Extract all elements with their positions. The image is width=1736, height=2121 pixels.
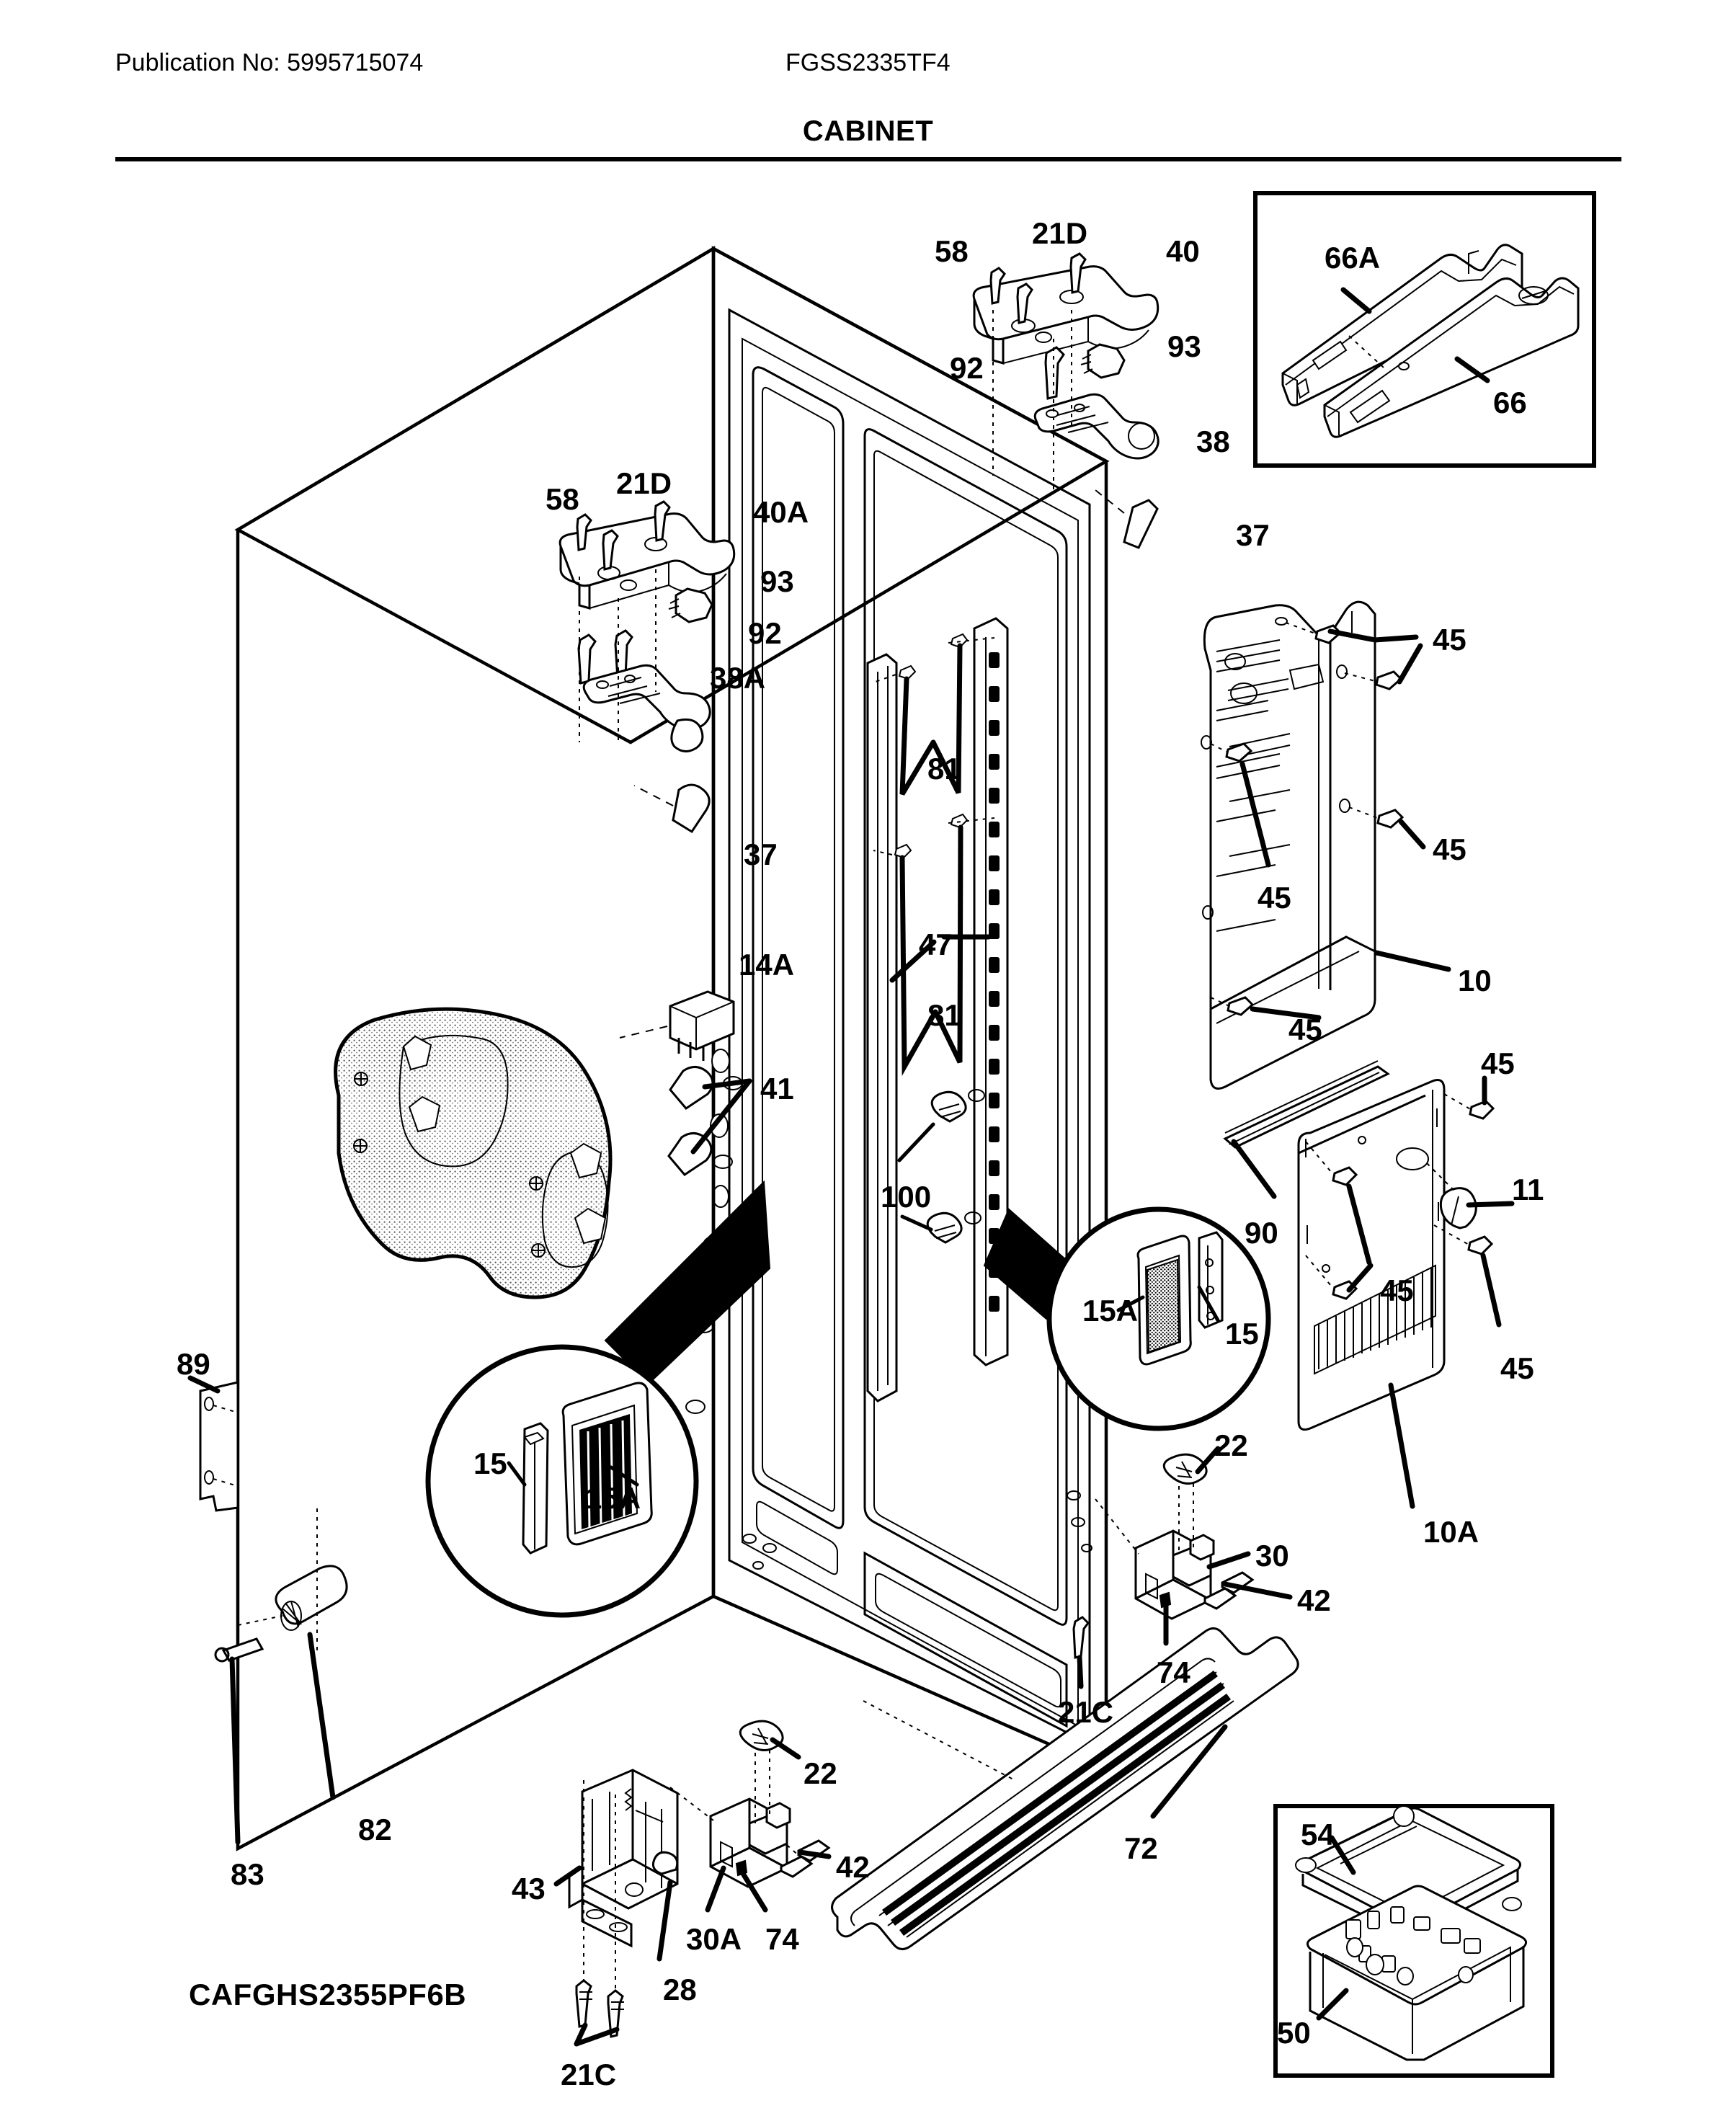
kickplate-grille-72 xyxy=(831,1627,1299,1950)
callout-37-right: 37 xyxy=(1236,518,1270,552)
callout-82: 82 xyxy=(358,1813,392,1846)
callout-90: 90 xyxy=(1245,1216,1278,1250)
callout-21D-left: 21D xyxy=(616,466,672,500)
callout-83: 83 xyxy=(231,1857,264,1891)
callout-58-left: 58 xyxy=(546,482,579,516)
callout-21C-left: 21C xyxy=(561,2058,617,2091)
callout-45-f: 45 xyxy=(1380,1273,1414,1307)
header-divider xyxy=(115,157,1621,161)
shelf-support-pins-100 xyxy=(897,1089,985,1244)
callout-100: 100 xyxy=(881,1180,932,1214)
callout-42-right: 42 xyxy=(1297,1583,1331,1617)
callout-15A-left: 15A xyxy=(585,1481,641,1515)
callout-30A: 30A xyxy=(686,1922,742,1956)
roller-82 xyxy=(237,1565,348,1800)
bottom-right-hinge-30 xyxy=(1072,1446,1293,1689)
model-number: FGSS2335TF4 xyxy=(785,49,951,76)
callout-81-bottom: 81 xyxy=(927,998,961,1032)
callout-14A: 14A xyxy=(739,948,795,982)
callout-15-right: 15 xyxy=(1225,1317,1259,1351)
inset-drawer-rails xyxy=(1253,191,1596,468)
callout-74-left: 74 xyxy=(765,1922,799,1956)
callout-38A: 38A xyxy=(710,661,766,695)
insulation-pad xyxy=(334,1007,613,1299)
magnifier-left-air-filter xyxy=(425,1180,771,1618)
model-code-label: CAFGHS2355PF6B xyxy=(189,1978,467,2011)
callout-10A: 10A xyxy=(1423,1515,1479,1549)
callout-45-a: 45 xyxy=(1433,623,1466,657)
callout-45-e: 45 xyxy=(1481,1046,1515,1080)
callout-66A: 66A xyxy=(1325,241,1381,275)
callout-15A-right: 15A xyxy=(1082,1294,1139,1328)
callout-30: 30 xyxy=(1255,1539,1289,1573)
callout-45-d: 45 xyxy=(1288,1013,1322,1046)
cabinet-plug-37-right xyxy=(1095,489,1159,549)
axle-pin-83 xyxy=(214,1637,264,1845)
callout-40: 40 xyxy=(1166,234,1200,268)
bottom-left-hinge-30A xyxy=(669,1720,832,1913)
cabinet-plug-37-left xyxy=(633,783,711,834)
callout-15-left: 15 xyxy=(473,1446,507,1480)
magnifier-right-air-filter xyxy=(983,1206,1271,1431)
callout-21C-right: 21C xyxy=(1058,1695,1114,1729)
rear-cover-panel-10 xyxy=(1201,600,1451,1090)
callout-74-right: 74 xyxy=(1157,1655,1190,1689)
publication-number: Publication No: 5995715074 xyxy=(115,49,424,76)
callout-54: 54 xyxy=(1301,1818,1335,1851)
callout-21D-top: 21D xyxy=(1032,216,1088,250)
callout-92-left: 92 xyxy=(748,616,782,650)
callout-93-top: 93 xyxy=(1167,329,1201,363)
top-right-hinge-assembly xyxy=(972,252,1159,490)
callout-45-b: 45 xyxy=(1433,832,1466,866)
callout-37-left: 37 xyxy=(744,837,778,871)
callout-22-right: 22 xyxy=(1214,1428,1248,1462)
callout-42-left: 42 xyxy=(836,1850,870,1884)
callout-47: 47 xyxy=(919,928,953,961)
lower-back-panel-10A xyxy=(1223,1060,1515,1509)
page-title: CABINET xyxy=(802,115,934,147)
callout-58-top: 58 xyxy=(935,234,969,268)
callout-43: 43 xyxy=(512,1872,546,1906)
inset-control-board xyxy=(1273,1804,1554,2078)
callout-81-top: 81 xyxy=(927,752,961,786)
shelf-ladder-rails xyxy=(866,617,1009,1402)
callout-28: 28 xyxy=(663,1973,697,2006)
callout-41: 41 xyxy=(760,1072,794,1106)
cabinet-plugs-41 xyxy=(667,1049,752,1208)
callout-10: 10 xyxy=(1458,964,1492,997)
callout-45-g: 45 xyxy=(1500,1351,1534,1385)
callout-22-left: 22 xyxy=(804,1756,837,1790)
callout-66: 66 xyxy=(1493,386,1527,419)
callout-11: 11 xyxy=(1512,1173,1544,1206)
callout-45-c: 45 xyxy=(1258,881,1291,915)
callout-93-left: 93 xyxy=(760,564,794,598)
left-hinge-assembly xyxy=(558,500,736,752)
bracket-89 xyxy=(187,1375,239,1512)
callout-38: 38 xyxy=(1196,424,1230,458)
callout-89: 89 xyxy=(177,1347,210,1381)
callout-40A: 40A xyxy=(753,495,809,529)
leveler-assembly-43 xyxy=(553,1769,679,2047)
callout-92-top: 92 xyxy=(950,351,984,385)
callout-72: 72 xyxy=(1124,1831,1158,1865)
door-switch-14A xyxy=(619,990,735,1061)
callout-50: 50 xyxy=(1277,2016,1311,2050)
